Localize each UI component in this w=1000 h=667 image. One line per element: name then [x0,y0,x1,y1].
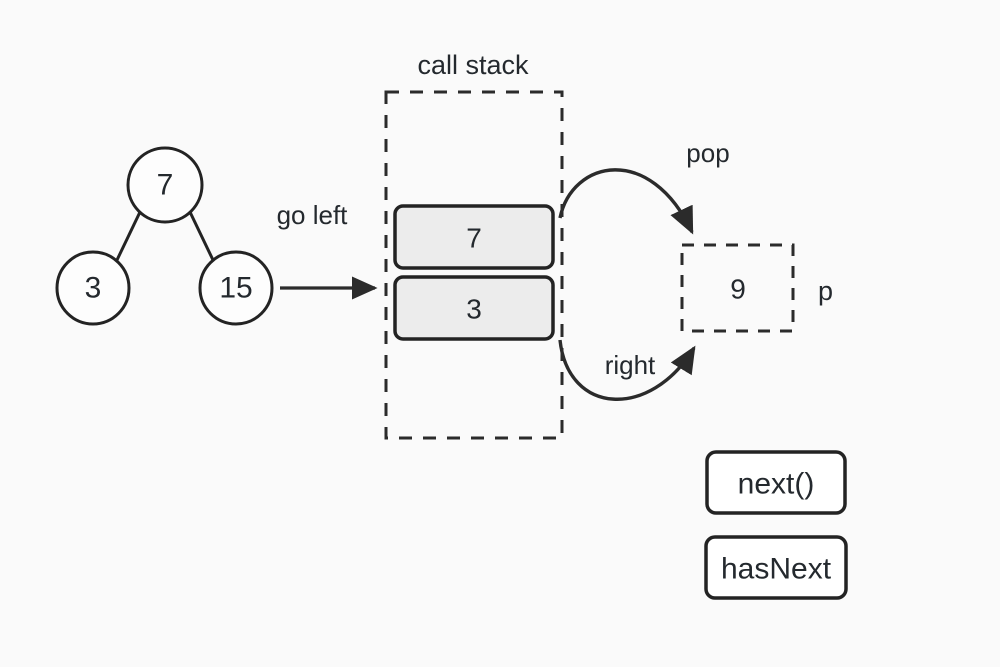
call-stack-container: call stack [384,50,564,440]
pop-label: pop [686,138,729,168]
pointer-value-label: 9 [730,274,746,305]
next-button-label[interactable]: next() [738,468,815,501]
hasnext-button[interactable] [704,535,848,600]
stack-frame-1 [393,275,555,341]
pop-transition: pop [558,138,730,235]
go-left-transition: go left [277,200,378,300]
call-stack-caption: call stack [417,50,529,80]
tree-edge-root-right [188,211,215,261]
tree-node-3-label: 3 [85,272,102,305]
stack-frame-1-label: 3 [466,294,482,325]
stack-frame-0-label: 7 [466,223,482,254]
hasnext-button-label[interactable]: hasNext [721,553,832,586]
right-label: right [605,350,656,380]
right-arrow [558,339,696,401]
tree-edge-root-left [115,211,142,261]
pointer-box [680,243,795,333]
tree-node-15 [198,250,274,326]
tree-edges [115,211,215,261]
tree-node-3 [55,250,131,326]
right-transition: right [558,339,696,401]
pointer-name-label: p [818,276,833,306]
tree-node-7 [126,146,204,224]
call-stack-frames: 7 3 [393,204,555,341]
next-button[interactable] [705,450,847,515]
tree-node-7-label: 7 [157,169,174,202]
stack-frame-0 [393,204,555,270]
tree-nodes: 7 3 15 [55,146,274,326]
pointer-box-group: 9 p [680,243,833,333]
tree-node-15-label: 15 [219,272,252,305]
go-left-label: go left [277,200,349,230]
call-stack-boundary [384,90,564,440]
method-buttons[interactable]: next() hasNext [704,450,848,600]
pop-arrow [558,168,694,235]
